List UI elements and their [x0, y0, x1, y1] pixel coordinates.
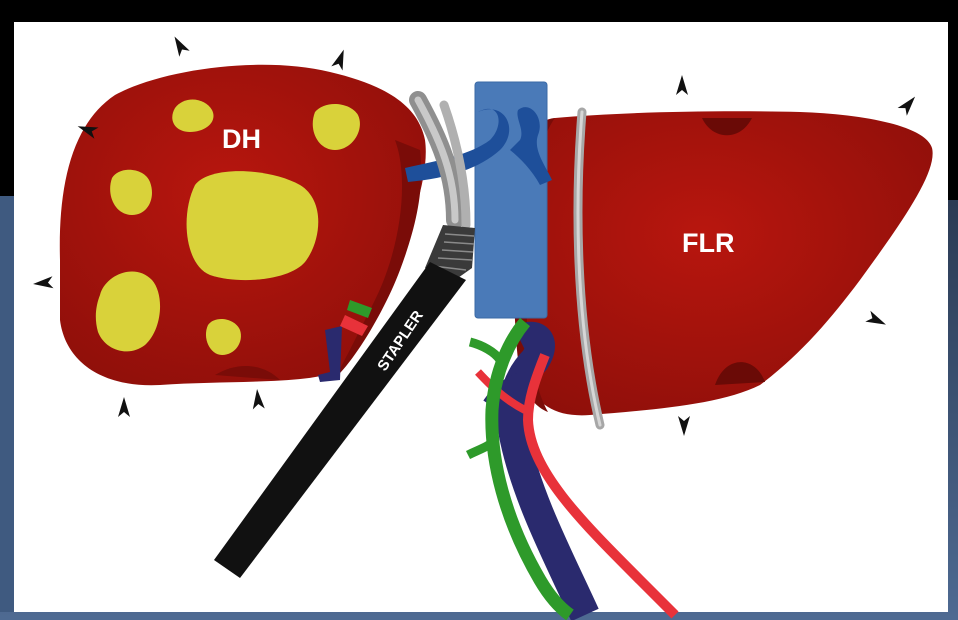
- dh-label: DH: [222, 124, 261, 154]
- flr-label: FLR: [682, 228, 734, 258]
